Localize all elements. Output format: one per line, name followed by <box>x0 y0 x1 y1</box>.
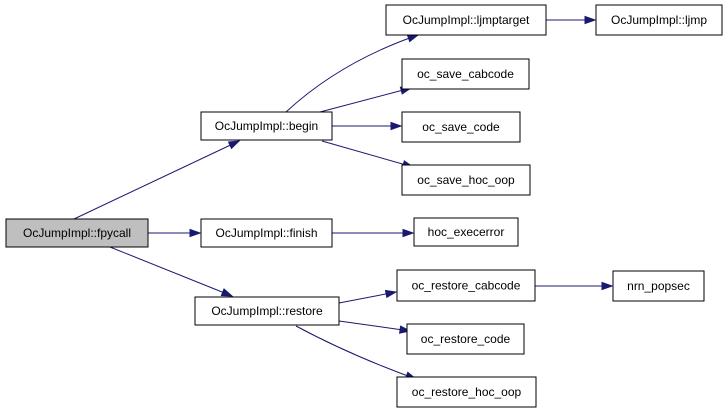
arrow-head <box>220 288 234 297</box>
node-save-cabcode[interactable]: oc_save_cabcode <box>401 58 530 90</box>
edge-line <box>109 246 233 297</box>
edge-restore-to-restore-code <box>338 320 412 334</box>
node-label: oc_save_cabcode <box>417 67 514 81</box>
node-begin[interactable]: OcJumpImpl::begin <box>200 111 333 141</box>
arrow-head <box>227 140 241 150</box>
node-ljmptarget[interactable]: OcJumpImpl::ljmptarget <box>385 4 547 36</box>
arrow-head <box>384 289 398 299</box>
edge-line <box>295 325 417 380</box>
arrow-head <box>390 121 403 131</box>
edge-finish-to-hoc-execerror <box>332 228 415 238</box>
node-label: OcJumpImpl::ljmptarget <box>403 13 530 27</box>
node-label: OcJumpImpl::finish <box>215 226 317 240</box>
node-restore[interactable]: OcJumpImpl::restore <box>194 296 340 326</box>
node-fpycall[interactable]: OcJumpImpl::fpycall <box>5 218 149 248</box>
node-nrn-popsec[interactable]: nrn_popsec <box>612 270 705 302</box>
edge-begin-to-save-code <box>332 121 403 131</box>
node-save-code[interactable]: oc_save_code <box>401 111 521 143</box>
edge-line <box>338 320 411 332</box>
edge-begin-to-ljmptarget <box>285 34 420 113</box>
arrow-head <box>189 228 202 238</box>
node-restore-hoc-oop[interactable]: oc_restore_hoc_oop <box>396 376 537 408</box>
arrow-head <box>601 281 614 291</box>
node-label: OcJumpImpl::fpycall <box>23 226 131 240</box>
node-finish[interactable]: OcJumpImpl::finish <box>200 218 333 248</box>
node-restore-cabcode[interactable]: oc_restore_cabcode <box>396 269 536 302</box>
node-label: oc_restore_hoc_oop <box>412 385 522 399</box>
arrow-head <box>402 228 415 238</box>
edge-line <box>321 140 414 168</box>
edge-line <box>73 140 240 220</box>
node-label: oc_restore_code <box>421 332 511 346</box>
node-hoc-execerror[interactable]: hoc_execerror <box>413 217 519 247</box>
edge-line <box>285 34 419 113</box>
edges-layer <box>73 15 614 380</box>
nodes-layer: OcJumpImpl::fpycall OcJumpImpl::begin Oc… <box>5 4 723 408</box>
node-label: OcJumpImpl::restore <box>211 304 323 318</box>
edge-restore-cabcode-to-nrn-popsec <box>535 281 614 291</box>
arrow-head <box>406 34 420 43</box>
edge-ljmptarget-to-ljmp <box>546 15 597 25</box>
node-label: hoc_execerror <box>428 225 505 239</box>
edge-restore-to-restore-hoc-oop <box>295 325 418 380</box>
node-label: oc_save_code <box>422 120 500 134</box>
edge-restore-to-restore-cabcode <box>338 289 398 304</box>
edge-fpycall-to-finish <box>148 228 202 238</box>
edge-fpycall-to-restore <box>109 246 234 297</box>
node-label: oc_save_hoc_oop <box>417 173 515 187</box>
node-label: OcJumpImpl::ljmp <box>611 13 707 27</box>
node-restore-code[interactable]: oc_restore_code <box>406 323 525 355</box>
node-label: OcJumpImpl::begin <box>215 119 318 133</box>
arrow-head <box>584 15 597 25</box>
node-label: nrn_popsec <box>627 279 690 293</box>
node-label: oc_restore_cabcode <box>412 279 521 293</box>
edge-fpycall-to-begin <box>73 140 241 220</box>
node-save-hoc-oop[interactable]: oc_save_hoc_oop <box>401 164 531 196</box>
edge-line <box>319 87 412 113</box>
edge-begin-to-save-cabcode <box>319 86 413 113</box>
node-ljmp[interactable]: OcJumpImpl::ljmp <box>595 4 723 36</box>
edge-begin-to-save-hoc-oop <box>321 140 415 169</box>
